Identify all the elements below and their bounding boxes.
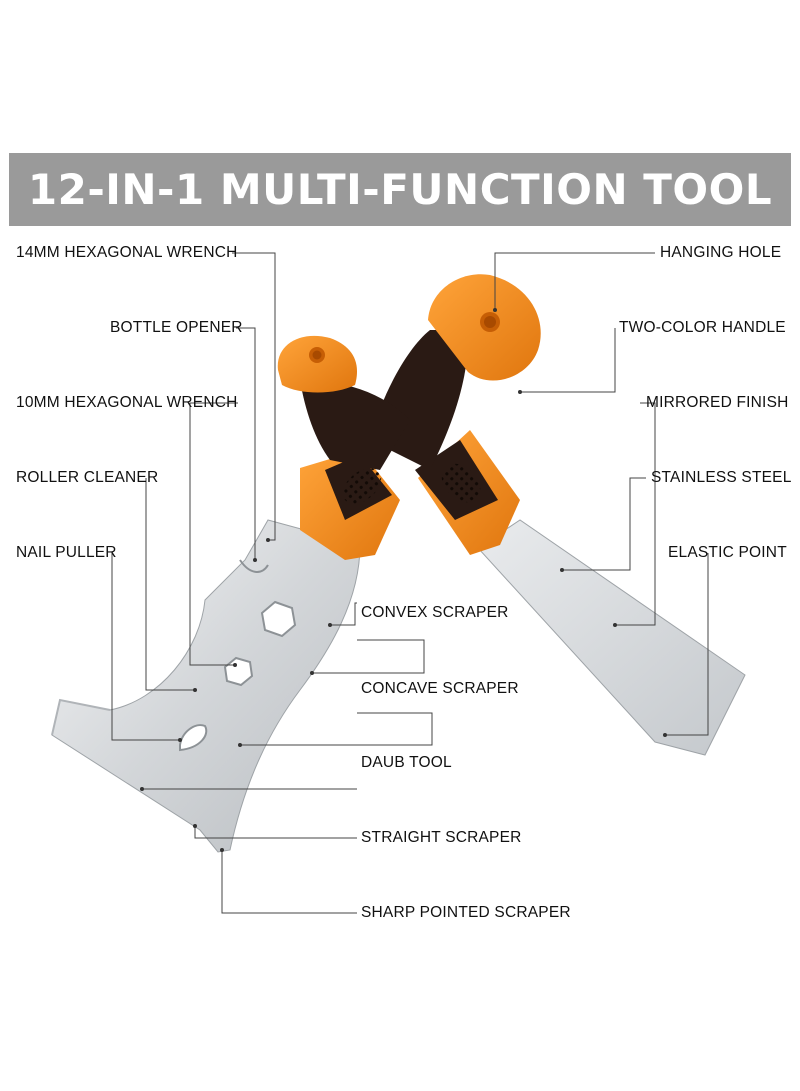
label-hanging-hole: HANGING HOLE <box>660 244 782 261</box>
multi-tool-handle <box>277 335 410 560</box>
label-stainless-steel: STAINLESS STEEL <box>651 469 792 486</box>
callout-lines <box>111 252 709 914</box>
label-daub-tool: DAUB TOOL <box>361 754 452 771</box>
label-two-color-handle: TWO-COLOR HANDLE <box>619 319 786 336</box>
label-14mm-hex-wrench: 14MM HEXAGONAL WRENCH <box>16 244 238 261</box>
label-elastic-point: ELASTIC POINT <box>668 544 787 561</box>
label-bottle-opener: BOTTLE OPENER <box>110 319 243 336</box>
page-title: 12-IN-1 MULTI-FUNCTION TOOL <box>27 165 773 214</box>
label-straight-scraper: STRAIGHT SCRAPER <box>361 829 522 846</box>
label-sharp-pointed-scraper: SHARP POINTED SCRAPER <box>361 904 571 921</box>
callout-dots <box>140 308 667 852</box>
multi-tool-blade <box>51 519 361 853</box>
label-mirrored-finish: MIRRORED FINISH <box>646 394 789 411</box>
title-banner: 12-IN-1 MULTI-FUNCTION TOOL <box>9 153 791 226</box>
label-10mm-hex-wrench: 10MM HEXAGONAL WRENCH <box>16 394 238 411</box>
putty-knife-blade <box>477 519 746 756</box>
label-convex-scraper: CONVEX SCRAPER <box>361 604 509 621</box>
label-nail-puller: NAIL PULLER <box>16 544 117 561</box>
label-concave-scraper: CONCAVE SCRAPER <box>361 680 519 697</box>
label-roller-cleaner: ROLLER CLEANER <box>16 469 159 486</box>
